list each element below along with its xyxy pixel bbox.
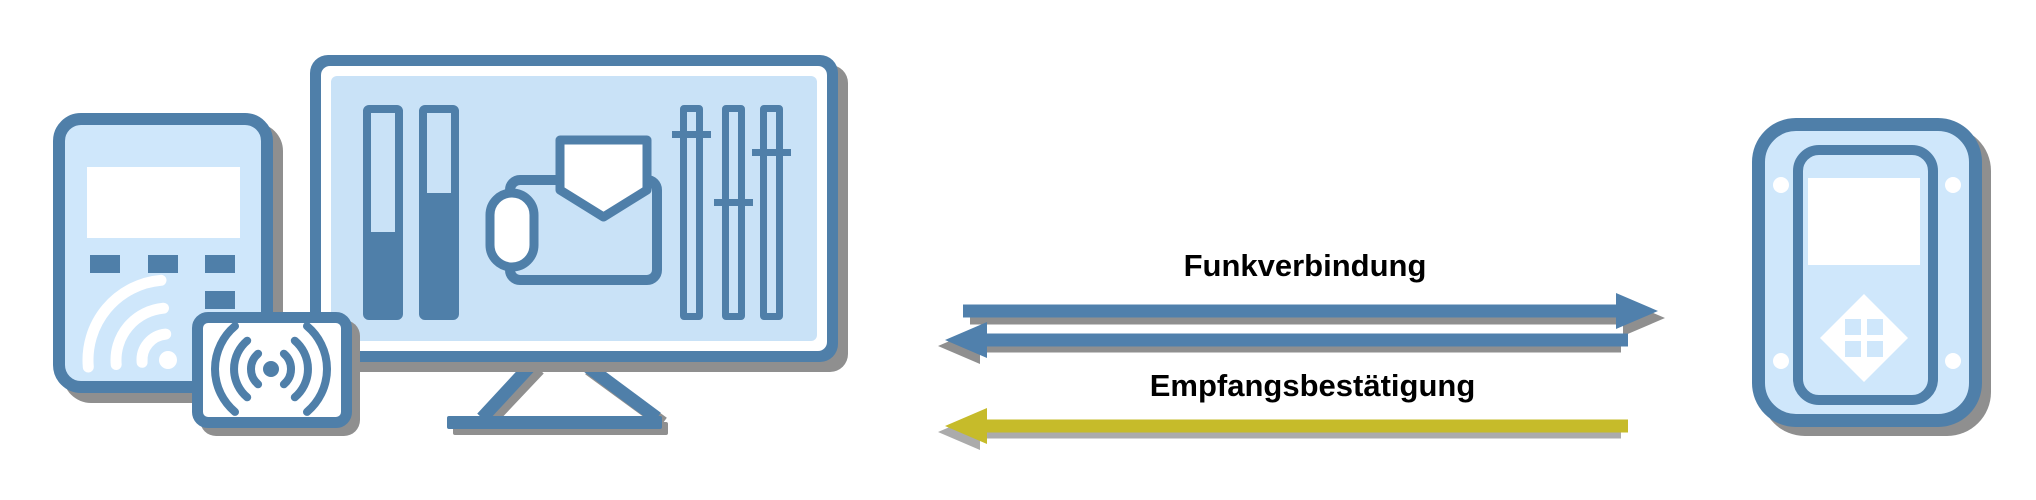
handheld-programmer-device	[53, 113, 273, 393]
level-bar-2-fill	[427, 193, 451, 312]
rfid-waves-icon	[211, 323, 331, 416]
programmer-button-2	[148, 255, 178, 273]
monitor-stand	[447, 360, 668, 435]
radio-link-label: Funkverbindung	[1183, 248, 1427, 283]
acknowledgment-label: Empfangsbestätigung	[1149, 368, 1476, 403]
acknowledgment-arrow	[945, 408, 1628, 444]
software-screen	[331, 76, 817, 341]
level-bar-1	[363, 105, 403, 320]
screw-hole-top-right	[1945, 177, 1961, 193]
dpad-diamond-icon	[1820, 294, 1908, 382]
arrow-right-shadow	[970, 300, 1665, 336]
programmer-button-3	[205, 255, 235, 273]
field-device-display	[1808, 178, 1920, 265]
radio-waves-icon	[82, 274, 177, 373]
field-device	[1752, 118, 1982, 427]
level-bar-2	[419, 105, 459, 320]
slider-1	[680, 105, 703, 320]
slider-3-handle	[752, 149, 791, 156]
slider-3	[760, 105, 783, 320]
download-shield-icon	[485, 135, 662, 285]
programmer-button-4	[205, 291, 235, 309]
communication-arrows	[938, 293, 1665, 450]
screw-hole-bottom-left	[1773, 353, 1789, 369]
programmer-button-1	[90, 255, 120, 273]
radio-link-arrow-left	[945, 322, 1628, 358]
monitor	[310, 55, 838, 362]
slider-2	[722, 105, 745, 320]
rfid-tag-card	[192, 312, 352, 428]
screw-hole-top-left	[1773, 177, 1789, 193]
slider-1-handle	[672, 131, 711, 138]
level-bar-1-fill	[371, 232, 395, 312]
programmer-display	[87, 167, 240, 238]
screw-hole-bottom-right	[1945, 353, 1961, 369]
slider-2-handle	[714, 199, 753, 206]
radio-link-arrow-right	[963, 293, 1658, 329]
